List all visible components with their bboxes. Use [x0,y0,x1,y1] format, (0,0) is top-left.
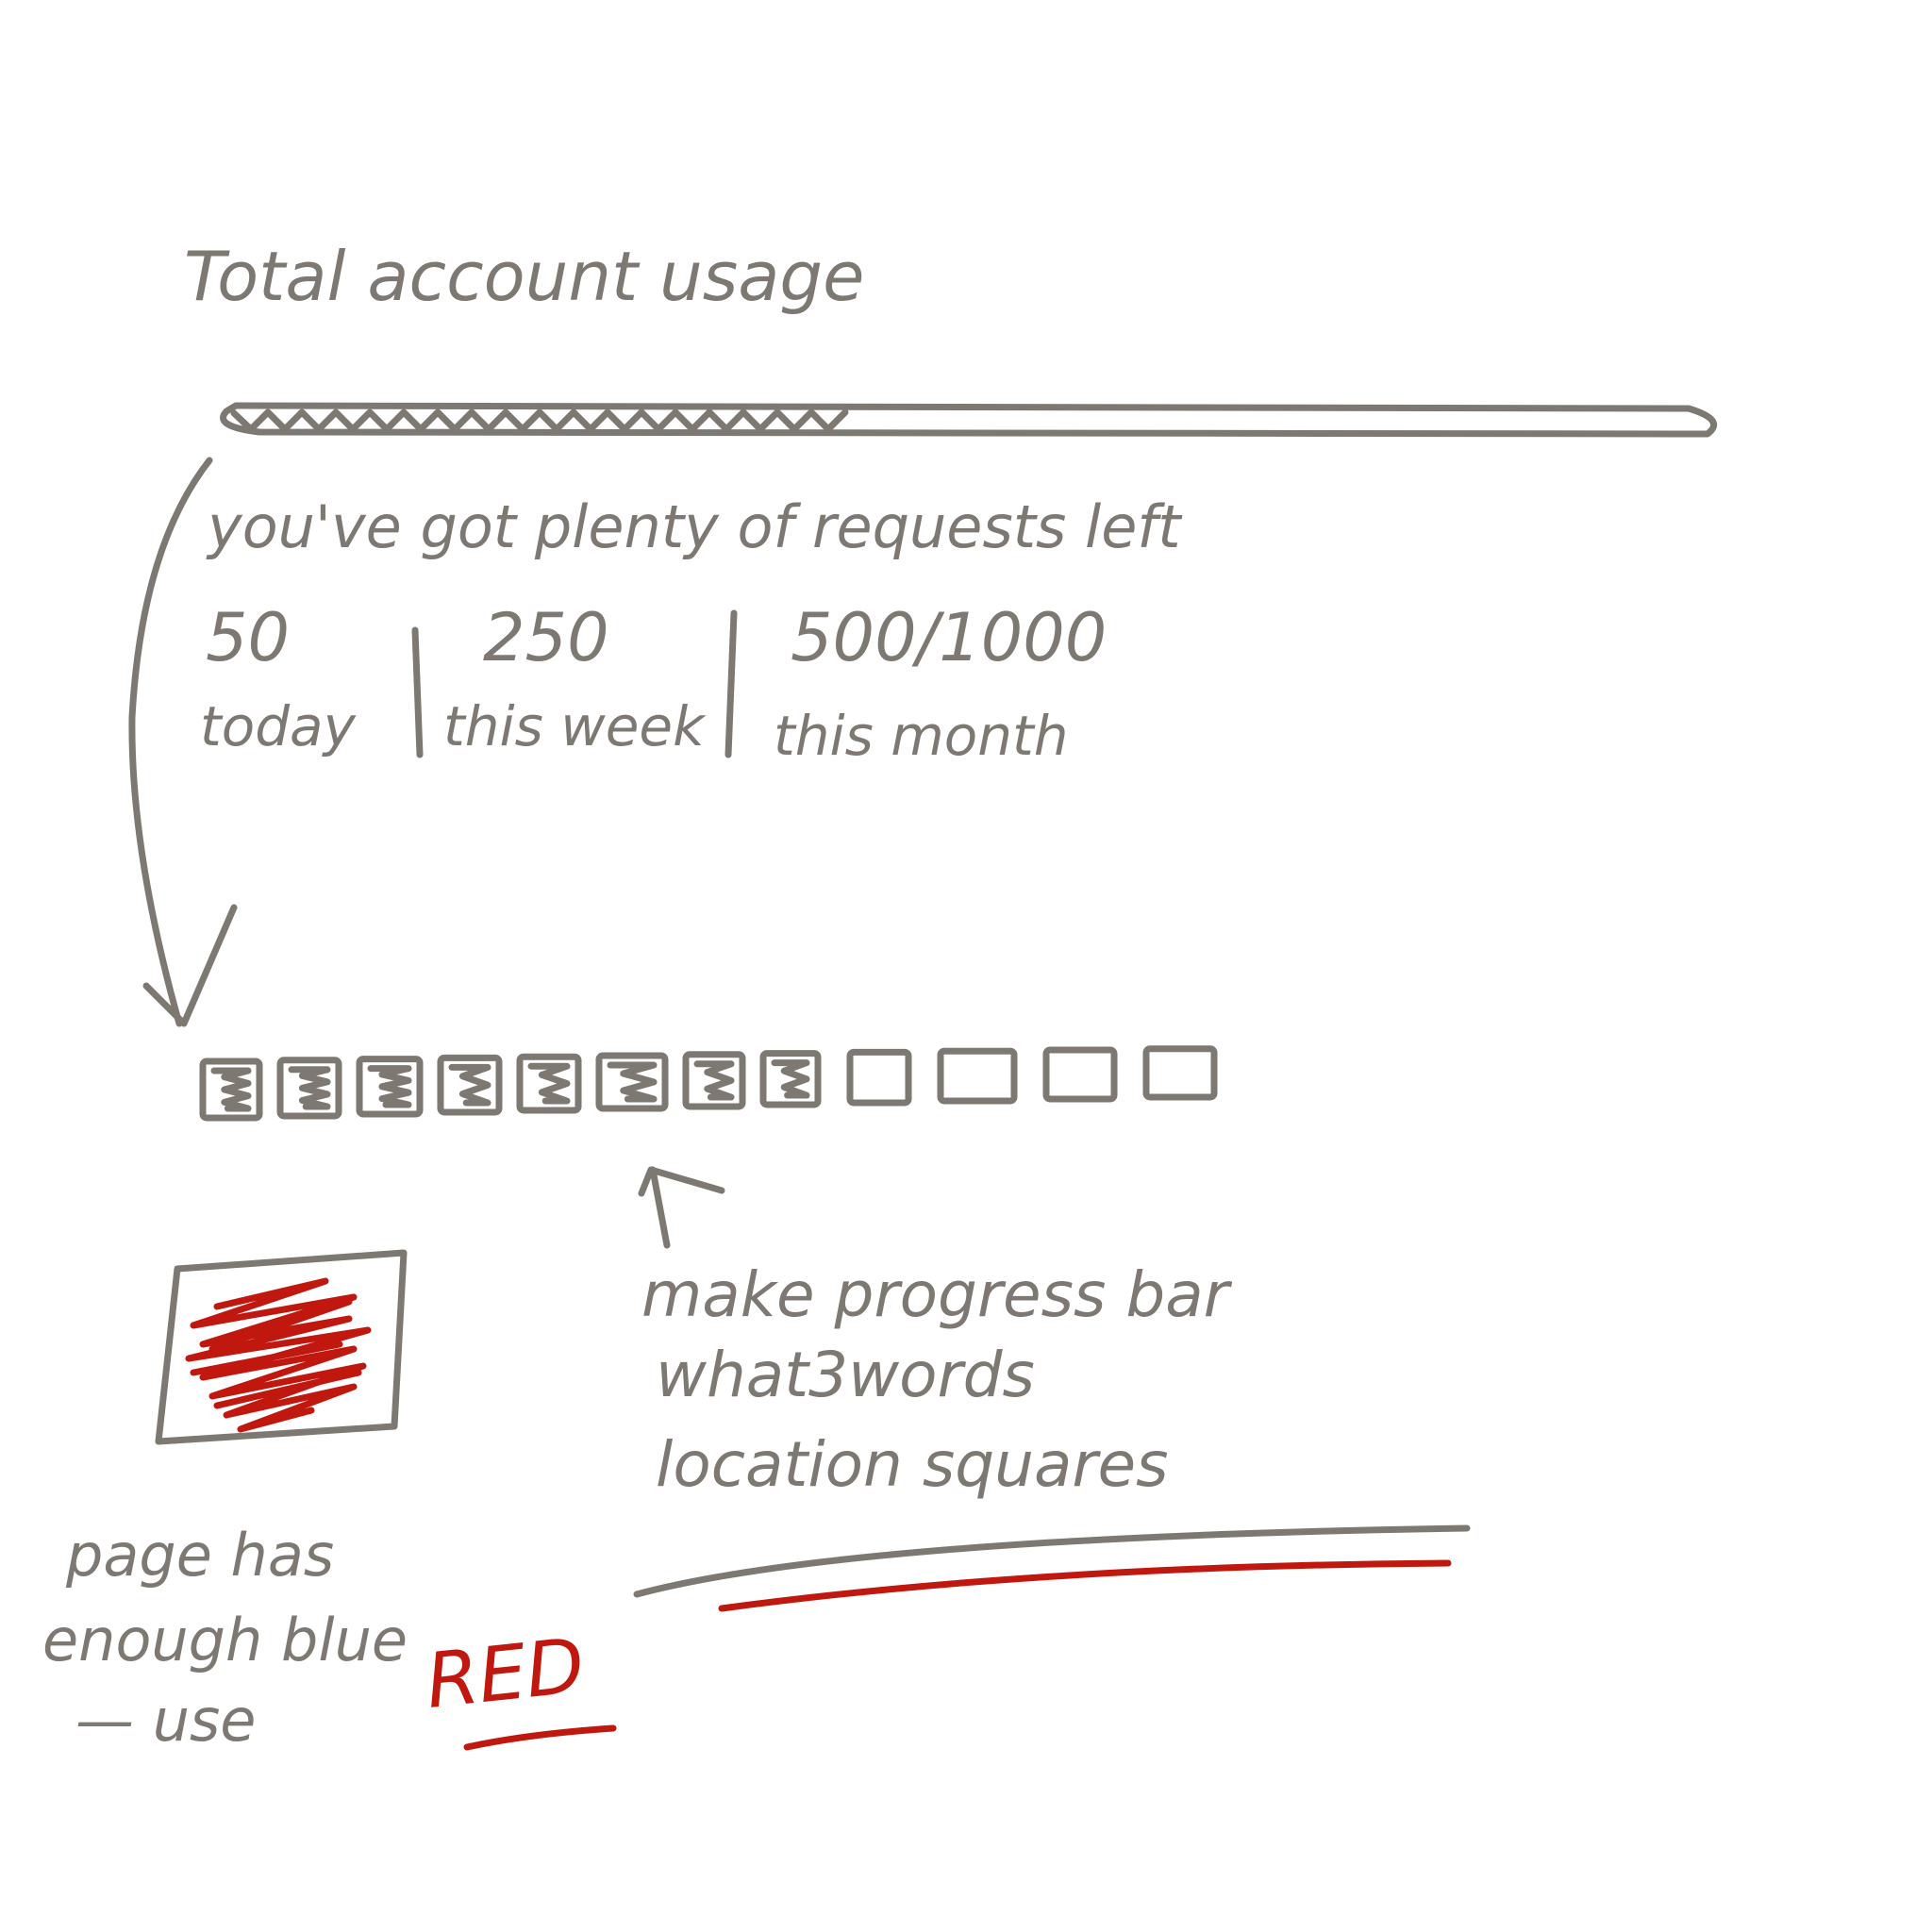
stat-divider [724,609,738,758]
flow-arrow [128,457,213,1027]
location-square-fill-scribble [693,1060,735,1101]
flow-arrowhead [142,904,238,1027]
usage-progress-fill [230,408,849,433]
location-square-empty [1042,1046,1118,1103]
stat-today-label: today [200,694,357,758]
usage-progress-fill-scribble [230,408,849,433]
location-square-fill-scribble [288,1066,331,1110]
stat-week-label: this week [443,694,707,758]
location-square-fill-scribble [367,1065,412,1108]
location-square-filled [682,1051,746,1110]
squares-note-line: location squares [656,1428,1169,1501]
red-swatch-box [155,1249,408,1445]
location-square-empty [937,1047,1018,1105]
color-note-emphasis: RED [422,1622,589,1725]
pointer-arrow [638,1166,725,1249]
location-square-filled [516,1053,582,1114]
location-square-fill-scribble [771,1059,810,1099]
color-note-line: page has [65,1521,334,1590]
location-square-filled [595,1052,669,1112]
location-squares-row [199,1045,1218,1122]
location-square-filled [437,1054,503,1116]
squares-note-line: what3words [656,1339,1035,1411]
location-square-filled [276,1057,342,1120]
emphasis-underline [463,1724,617,1751]
color-note-line: enough blue [42,1606,408,1674]
red-swatch-scribble [185,1277,372,1433]
stat-divider [411,626,424,758]
location-square-filled [199,1058,263,1122]
location-square-fill-scribble [448,1063,491,1107]
location-square-fill-scribble [607,1061,658,1103]
location-square-filled [356,1056,424,1118]
color-note-line: — use [75,1686,256,1755]
usage-progress-track [220,402,1718,438]
usage-title: Total account usage [184,237,864,316]
stat-today-value: 50 [206,599,290,676]
stat-week-value: 250 [483,599,609,676]
location-square-fill-scribble [527,1062,571,1105]
location-square-empty [1142,1045,1218,1101]
squares-note-line: make progress bar [641,1258,1233,1331]
location-square-empty [846,1048,912,1107]
note-underline-red [718,1559,1452,1612]
usage-message: you've got plenty of requests left [206,492,1183,561]
location-square-fill-scribble [210,1067,252,1112]
location-square-filled [759,1050,822,1108]
stat-month-value: 500/1000 [791,599,1107,676]
note-underline [633,1524,1471,1598]
stat-month-label: this month [774,704,1069,768]
